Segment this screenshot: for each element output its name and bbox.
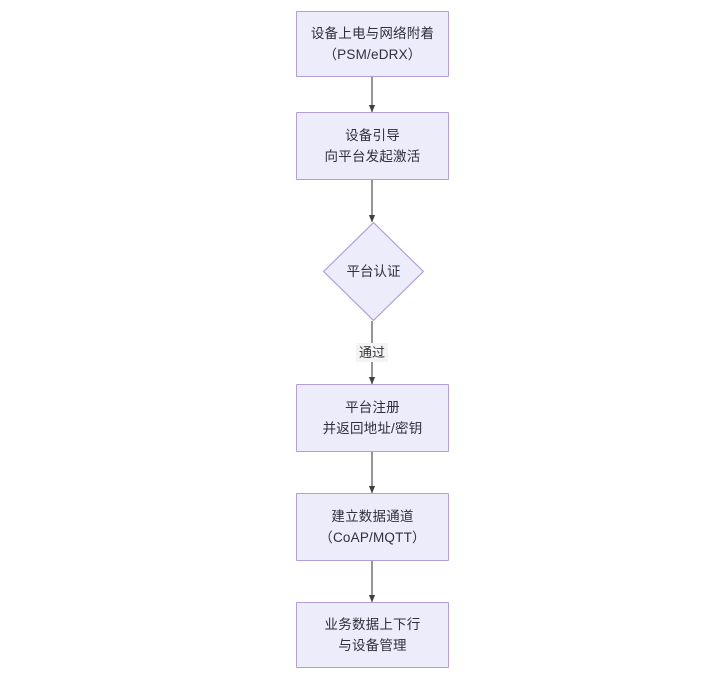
node-label: 设备引导 向平台发起激活: [324, 128, 421, 164]
node-device-power-on[interactable]: 设备上电与网络附着 （PSM/eDRX）: [296, 11, 449, 77]
node-label: 设备上电与网络附着 （PSM/eDRX）: [310, 26, 435, 62]
node-label: 建立数据通道 （CoAP/MQTT）: [319, 509, 426, 545]
node-business-data-and-management[interactable]: 业务数据上下行 与设备管理: [296, 602, 449, 668]
diamond-shape: [323, 222, 424, 321]
node-platform-registration[interactable]: 平台注册 并返回地址/密钥: [296, 384, 449, 452]
node-establish-data-channel[interactable]: 建立数据通道 （CoAP/MQTT）: [296, 493, 449, 561]
node-platform-authentication[interactable]: 平台认证: [323, 222, 424, 321]
node-label: 平台注册 并返回地址/密钥: [322, 400, 423, 436]
node-device-bootstrap[interactable]: 设备引导 向平台发起激活: [296, 112, 449, 180]
node-label: 业务数据上下行 与设备管理: [324, 617, 421, 653]
edge-label-pass: 通过: [355, 343, 389, 362]
node-label: 平台认证: [346, 264, 401, 279]
